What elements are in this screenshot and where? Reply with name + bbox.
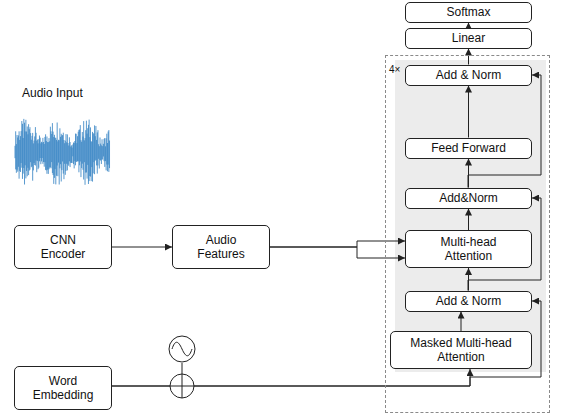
sine-symbol: [172, 342, 192, 356]
process-box: Feed Forward: [405, 138, 532, 159]
positional-encoding-circle: [169, 336, 195, 362]
encoder-box: CNN Encoder: [14, 225, 112, 269]
node-text: Linear: [452, 31, 485, 45]
node-text: 4×: [389, 64, 400, 76]
decoder-group: 4×Add & NormFeed ForwardAdd&NormMulti-he…: [385, 55, 550, 413]
norm-box: Add & Norm: [405, 65, 532, 86]
add-symbol-bar: [182, 374, 183, 398]
flow-arrow: [468, 86, 469, 138]
figure-label: Audio Input: [22, 86, 83, 100]
node-text: Feed Forward: [431, 141, 506, 155]
add-symbol: [170, 374, 194, 398]
flow-arrow: [112, 369, 470, 386]
node-text: Softmax: [446, 5, 490, 19]
flow-arrow: [468, 209, 469, 231]
node-text: Masked Multi-head Attention: [394, 336, 528, 365]
norm-box: Add&Norm: [405, 188, 532, 209]
output-box: Softmax: [405, 2, 532, 23]
attention-box: Multi-head Attention: [405, 230, 532, 268]
embedding-box: Word Embedding: [14, 366, 112, 410]
node-text: Add&Norm: [439, 191, 498, 205]
flow-arrow: [468, 23, 469, 28]
node-text: Audio Features: [191, 233, 251, 262]
repeat-panel: [395, 60, 546, 372]
flow-arrow: [468, 49, 469, 65]
flow-arrow: [461, 312, 462, 332]
waveform-strokes: [15, 119, 110, 185]
flow-arrow: [468, 75, 541, 188]
flow-arrow: [112, 247, 172, 248]
node-text: Multi-head Attention: [429, 235, 509, 264]
flow-arrow: [112, 301, 541, 386]
output-box: Linear: [405, 28, 532, 49]
norm-box: Add & Norm: [405, 291, 532, 312]
audio-waveform: [15, 119, 110, 185]
attention-box: Masked Multi-head Attention: [390, 331, 532, 369]
node-text: CNN Encoder: [33, 233, 93, 262]
encoding-wire: [182, 363, 183, 374]
node-text: Add & Norm: [436, 294, 501, 308]
feature-box: Audio Features: [172, 225, 270, 269]
node-text: Word Embedding: [26, 374, 101, 403]
node-text: Add & Norm: [436, 68, 501, 82]
